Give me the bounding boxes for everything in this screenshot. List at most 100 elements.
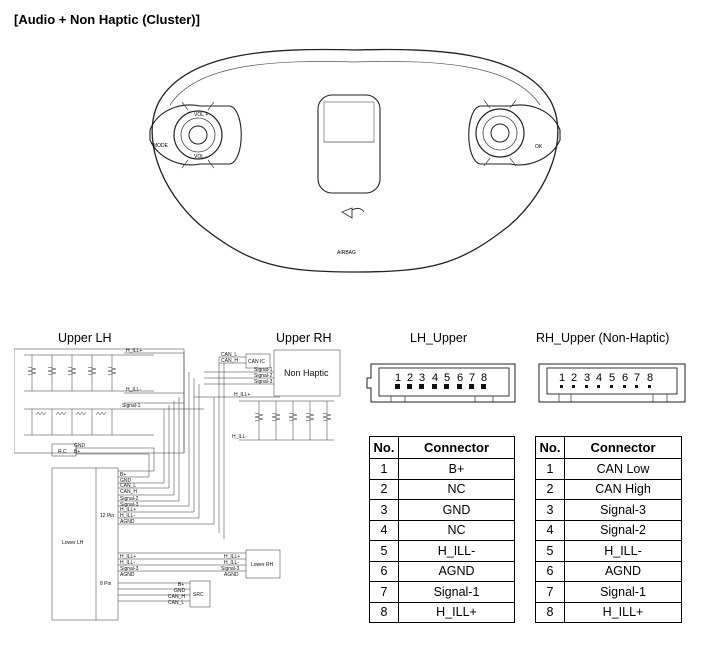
rh-pin-numbers: 1 2 3 4 5 6 7 8 [559,372,653,384]
pin8-label: 8 Pin [100,581,112,587]
pin12-signal-2: Signal-2 [120,496,139,502]
pin-connector: H_ILL- [564,540,682,562]
wire-label-b-plus: B+ [74,449,80,455]
lh-upper-connector-drawing: 1 2 3 4 5 6 7 8 [366,363,516,403]
table-header-row: No. Connector [369,436,515,459]
lower-rh-h-ill-plus: H_ILL+ [224,554,240,560]
pin-connector: AGND [564,560,682,582]
lh-pin-3: 3 [419,372,425,384]
rh-upper-connector-drawing: 1 2 3 4 5 6 7 8 [538,363,686,403]
table-header-row: No. Connector [535,436,682,459]
pin-connector: H_ILL+ [398,601,515,623]
rc-label: R.C [58,449,67,455]
pin8-signal-3: Signal-3 [120,566,139,572]
pin-no: 3 [369,499,399,521]
wire-label-can-l: CAN_L [221,352,237,358]
pin-no: 5 [535,540,565,562]
pin-no: 7 [535,581,565,603]
pin-connector: AGND [398,560,515,582]
lower-lh-box [51,467,119,621]
lower-lh-label: Lower LH [62,540,84,546]
src-can-l: CAN_L [168,600,184,606]
rh-pin-3: 3 [584,372,590,384]
src-box [189,580,211,608]
rh-pin-7: 7 [634,372,640,384]
pin-connector: GND [398,499,515,521]
header-connector: Connector [398,436,515,459]
pin-no: 7 [369,581,399,603]
rh-pin-1: 1 [559,372,565,384]
header-connector: Connector [564,436,682,459]
pin-no: 8 [369,601,399,623]
src-b-plus: B+ [178,582,184,588]
pin-no: 5 [369,540,399,562]
lh-upper-title: LH_Upper [410,331,467,345]
lower-rh-label: Lower RH [251,562,274,568]
pin-no: 1 [369,458,399,480]
wire-label-signal-3-rh: Signal-3 [254,379,273,385]
src-gnd: GND [174,588,186,594]
can-ic-label: CAN IC [248,359,265,365]
center-emblem-frame [317,94,381,194]
pin-connector: Signal-2 [564,519,682,541]
header-no: No. [535,436,565,459]
wire-label-signal-2-rh: Signal-2 [254,373,273,379]
pin8-h-ill-plus: H_ILL+ [120,554,136,560]
wire-label-h-ill-plus-rh: H_ILL+ [234,392,250,398]
lower-rh-agnd: AGND [224,572,239,578]
pin-no: 6 [535,560,565,582]
wire-label-can-h: CAN_H [221,358,238,364]
lower-rh-signal-3: Signal-3 [221,566,240,572]
rc-box [51,443,77,457]
pin-connector: CAN High [564,478,682,500]
pin-connector: Signal-1 [564,581,682,603]
can-ic-box [245,353,271,369]
pin-no: 1 [535,458,565,480]
vol-up-label: VOL + [194,112,208,118]
pin-connector: NC [398,519,515,541]
wire-label-gnd: GND [74,443,86,449]
steering-pad-illustration: VOL + VOL - MODE OK AIRBAG [149,48,561,273]
right-switch-cluster [468,99,561,167]
pin-no: 4 [369,519,399,541]
rh-pin-6: 6 [622,372,628,384]
pin12-label: 12 Pin [100,513,114,519]
wire-label-h-ill-minus-rh: H_ILL- [232,434,247,440]
pin-connector: H_ILL- [398,540,515,562]
pin-connector: CAN Low [564,458,682,480]
airbag-label: AIRBAG [337,250,356,256]
header-no: No. [369,436,399,459]
lh-pin-1: 1 [395,372,401,384]
pin-no: 8 [535,601,565,623]
pin12-can-h: CAN_H [120,489,137,495]
pin-connector: Signal-3 [564,499,682,521]
pin12-agnd: AGND [120,519,135,525]
pin-no: 6 [369,560,399,582]
rh-upper-title: RH_Upper (Non-Haptic) [536,331,670,345]
pin12-signal-3: Signal-3 [120,502,139,508]
lh-pin-6: 6 [457,372,463,384]
pin12-h-ill-minus: H_ILL- [120,513,135,519]
upper-lh-enclosure [14,348,185,454]
lh-pin-8: 8 [481,372,487,384]
pin-no: 4 [535,519,565,541]
ok-button-label: OK [535,144,543,150]
lh-pin-7: 7 [469,372,475,384]
upper-rh-label: Upper RH [276,331,332,345]
rh-pin-5: 5 [609,372,615,384]
page-title: [Audio + Non Haptic (Cluster)] [14,12,200,27]
airbag-pad-outline [151,48,559,273]
horn-icon [340,207,365,219]
rh-pin-2: 2 [571,372,577,384]
